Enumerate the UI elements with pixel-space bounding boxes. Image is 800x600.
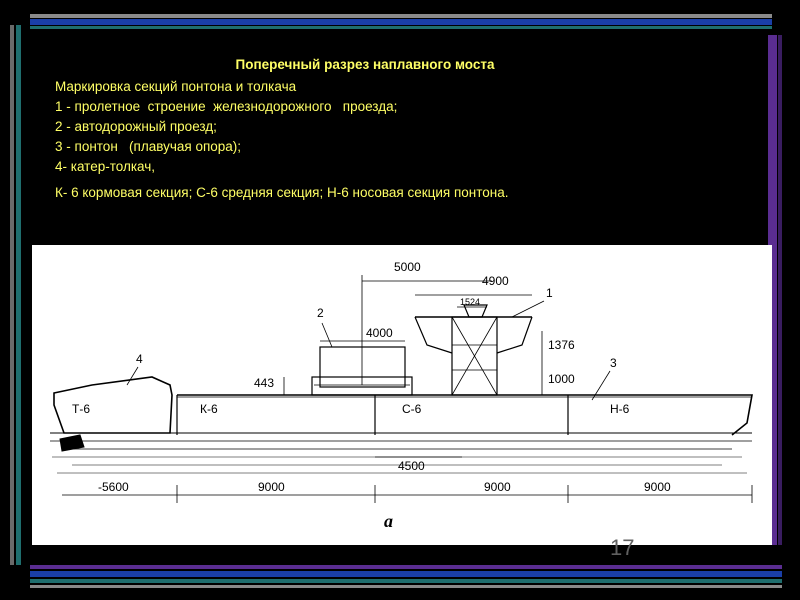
dim-line-5000 — [361, 275, 492, 385]
leader-2 — [321, 322, 333, 348]
railway-span-right — [496, 316, 533, 354]
bridge-cross-section-figure: 1 2 3 4 Т-6 К-6 С-6 Н-6 5000 4900 1524 4… — [32, 245, 772, 545]
top-bar-gray — [30, 14, 772, 18]
dim-9000-2: 9000 — [484, 480, 511, 494]
callout-3: 3 — [610, 356, 617, 370]
slide-title: Поперечный разрез наплавного моста — [235, 57, 495, 72]
callout-1: 1 — [546, 286, 553, 300]
slide-number: 17 — [610, 535, 635, 560]
text-line-4: 3 - понтон (плавучая опора); — [55, 139, 242, 154]
right-bar-purple — [768, 35, 777, 545]
bottom-bar-teal — [30, 579, 782, 583]
dim-443: 443 — [254, 376, 274, 390]
leader-4 — [126, 366, 139, 386]
railway-rail — [463, 304, 488, 318]
section-label-t6: Т-6 — [72, 402, 90, 416]
bottom-bar-gray — [30, 585, 782, 588]
railway-span-left — [414, 316, 453, 354]
dim-1000: 1000 — [548, 372, 575, 386]
dim-1524: 1524 — [460, 297, 480, 307]
text-line-1: Маркировка секций понтона и толкача — [55, 79, 297, 94]
left-bar-gray — [10, 25, 14, 565]
pontoon-hull — [177, 394, 753, 436]
dim-4900: 4900 — [482, 274, 509, 288]
dim-4500: 4500 — [398, 459, 425, 473]
road-deck-frame — [319, 346, 406, 388]
slide-text: Поперечный разрез наплавного моста Марки… — [55, 55, 755, 203]
dim-1376: 1376 — [548, 338, 575, 352]
dim-4000: 4000 — [366, 326, 393, 340]
bottom-bar-blue — [30, 571, 782, 577]
text-line-5: 4- катер-толкач, — [55, 159, 156, 174]
tug-boat-propeller — [59, 434, 85, 452]
callout-4: 4 — [136, 352, 143, 366]
section-label-n6: Н-6 — [610, 402, 630, 416]
tug-boat-hull — [53, 376, 173, 434]
leader-3 — [591, 370, 611, 401]
top-bar-teal — [30, 26, 772, 29]
text-line-3: 2 - автодорожный проезд; — [55, 119, 217, 134]
railway-truss-diag — [451, 316, 498, 396]
dim-minus-5600: -5600 — [98, 480, 129, 494]
top-bar-blue — [30, 19, 772, 25]
text-line-6: К- 6 кормовая секция; С-6 средняя секция… — [55, 185, 509, 200]
bottom-bar-purple — [30, 565, 782, 569]
dim-9000-1: 9000 — [258, 480, 285, 494]
callout-2: 2 — [317, 306, 324, 320]
left-bar-teal — [16, 25, 21, 565]
leader-1 — [511, 300, 545, 318]
right-bar-dark — [778, 35, 782, 545]
dim-line-bottom — [62, 485, 753, 503]
section-label-c6: С-6 — [402, 402, 422, 416]
dim-5000: 5000 — [394, 260, 421, 274]
bridge-drawing: 1 2 3 4 Т-6 К-6 С-6 Н-6 5000 4900 1524 4… — [50, 260, 753, 531]
figure-caption: а — [384, 511, 393, 531]
text-line-2: 1 - пролетное строение железнодорожного … — [55, 99, 398, 114]
section-label-k6: К-6 — [200, 402, 218, 416]
dim-9000-3: 9000 — [644, 480, 671, 494]
